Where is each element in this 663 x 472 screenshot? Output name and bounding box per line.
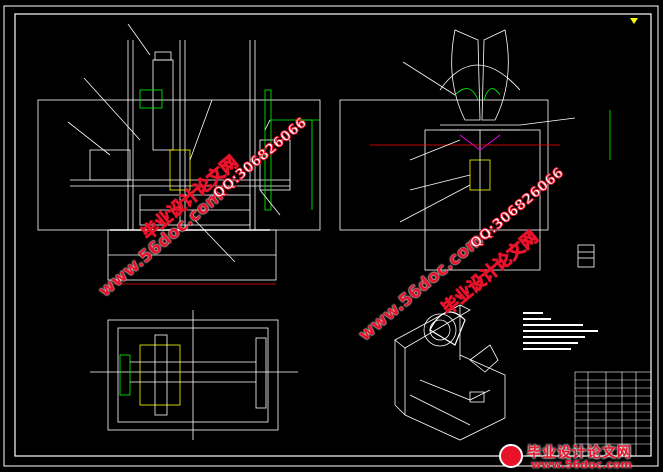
sheet-inner-border <box>14 13 652 457</box>
site-logo-icon <box>499 444 523 468</box>
sheet-corner-marker <box>630 18 638 24</box>
sheet-outer-border <box>3 5 659 467</box>
title-block <box>574 371 652 457</box>
tech-requirements-block <box>523 312 598 350</box>
footer-watermark: 毕业设计论文网 www.56doc.com <box>497 442 663 472</box>
isometric-view <box>394 304 506 441</box>
footer-site-url: www.56doc.com <box>531 458 632 471</box>
top-view <box>90 310 298 440</box>
footer-site-name: 毕业设计论文网 <box>527 445 632 461</box>
front-view <box>37 23 321 285</box>
side-view <box>339 29 611 271</box>
